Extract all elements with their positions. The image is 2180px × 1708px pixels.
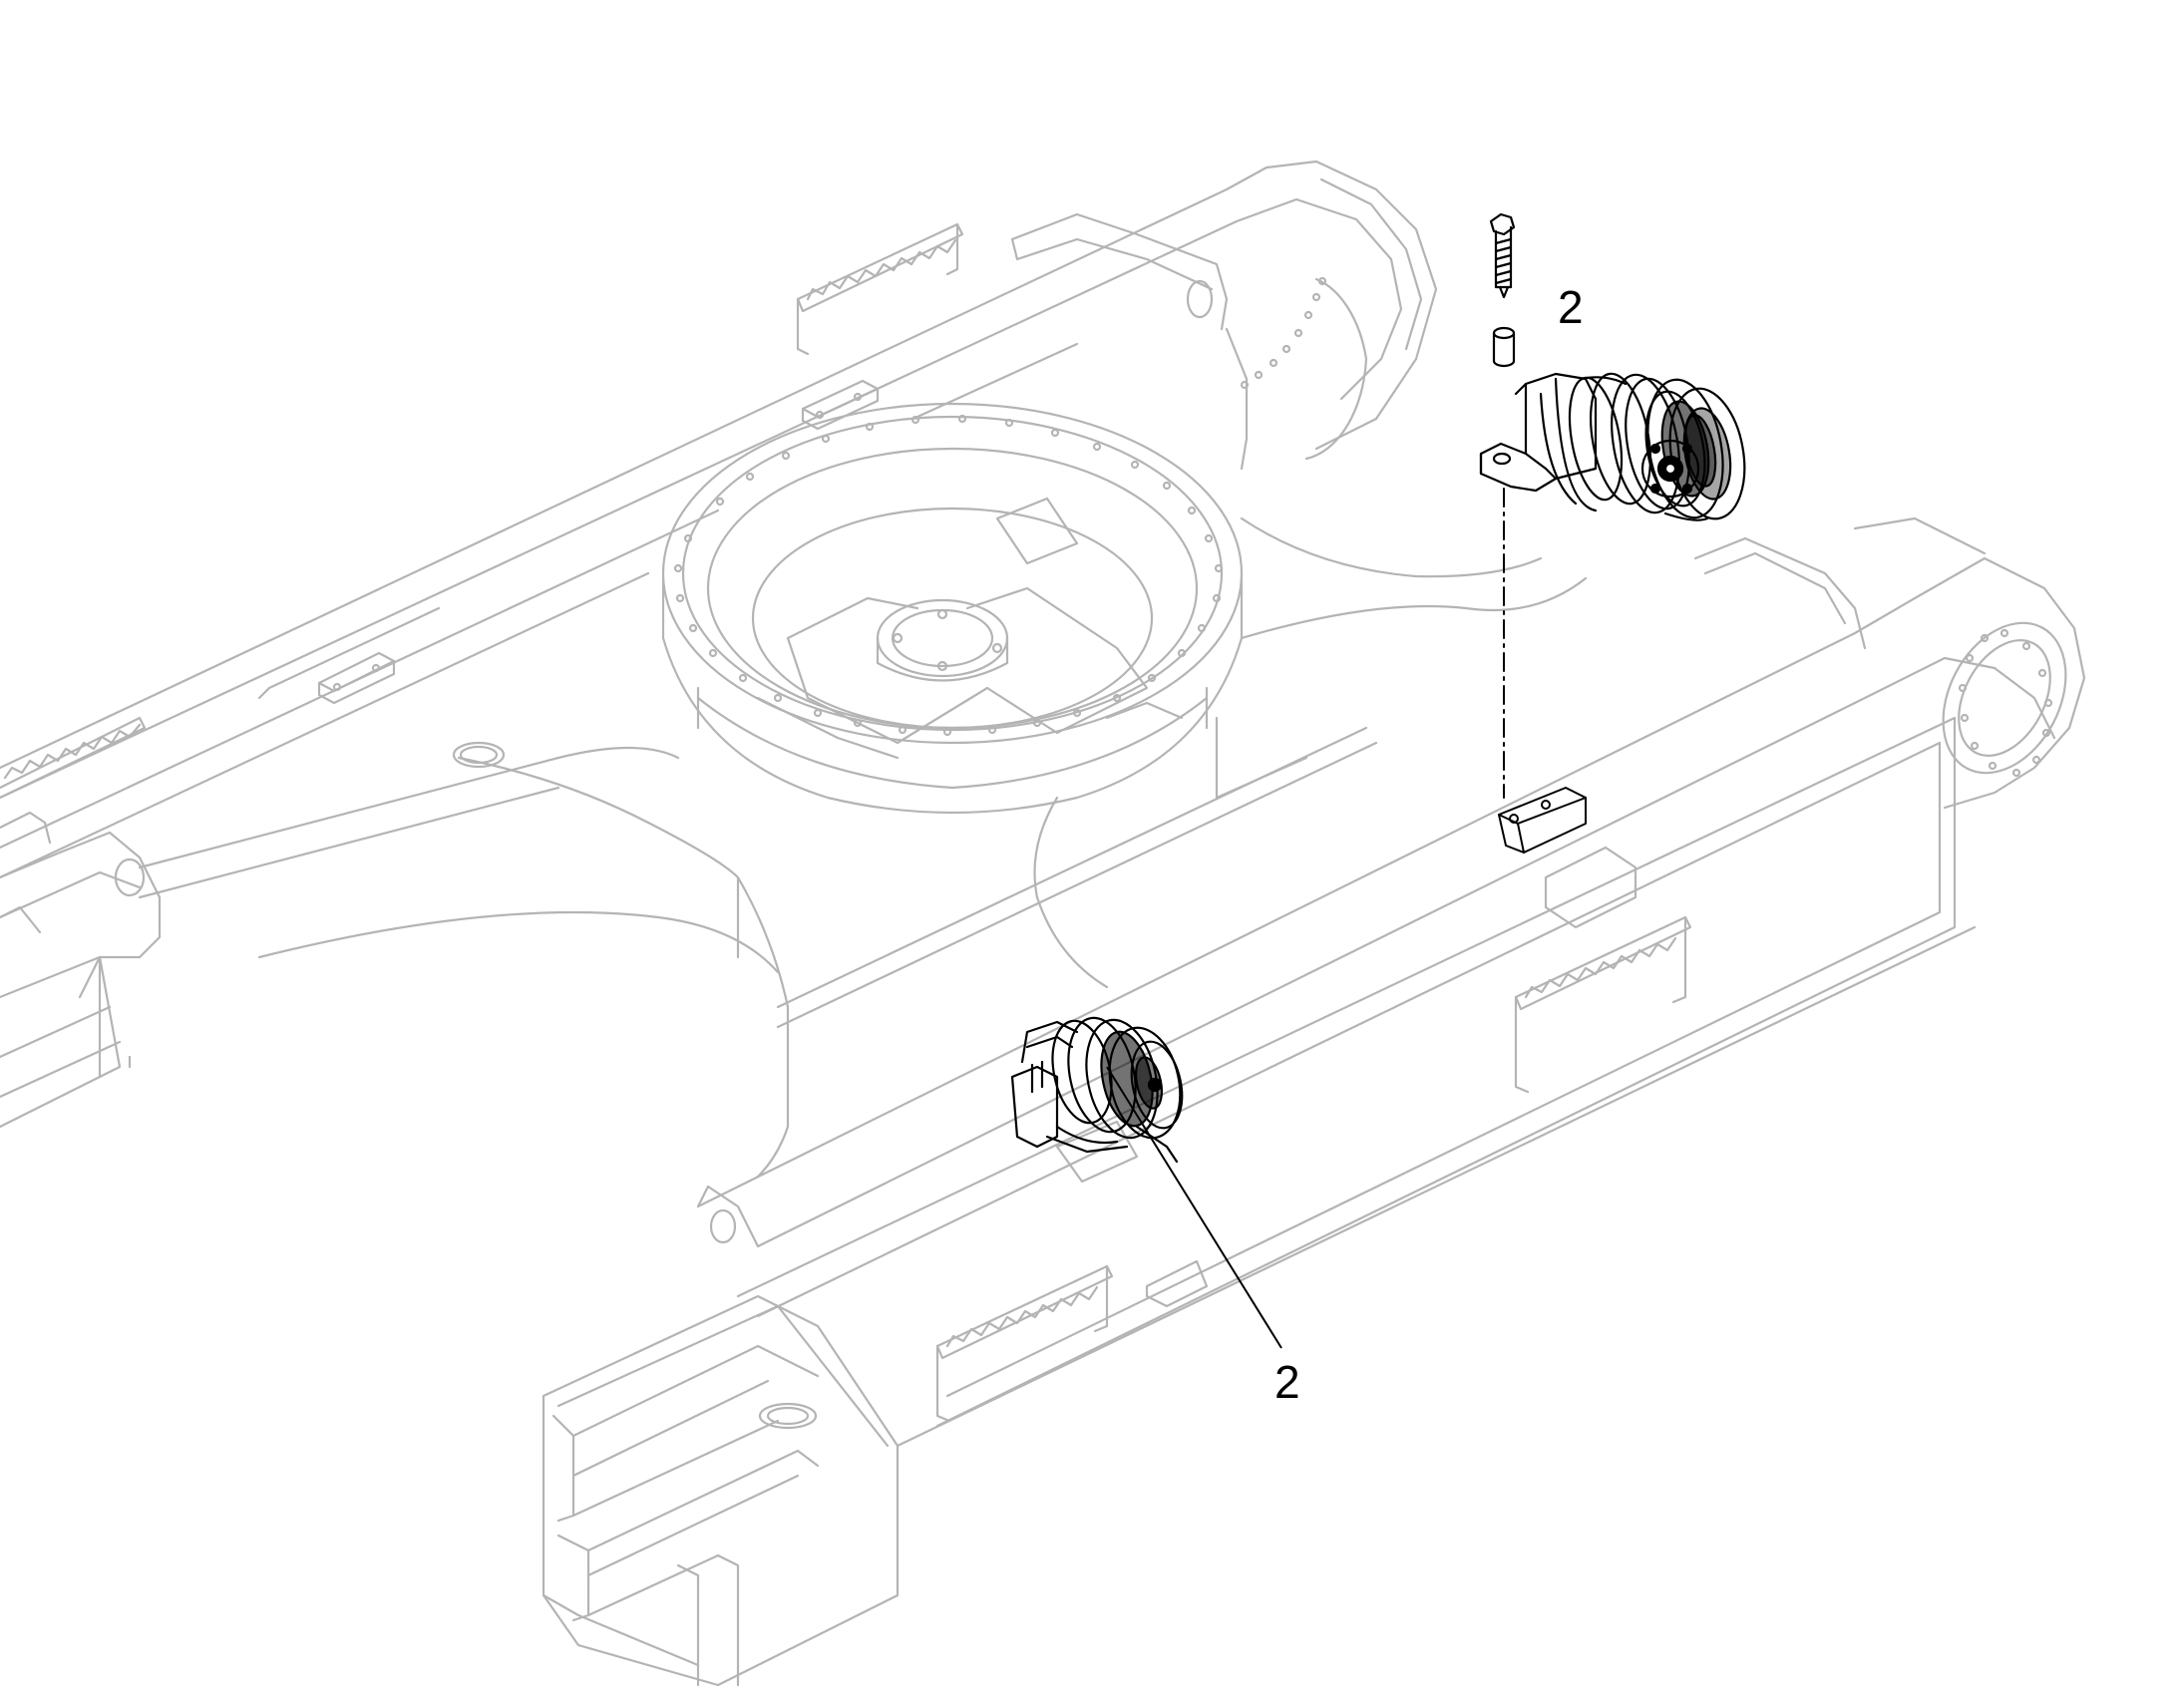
roller-body bbox=[1539, 372, 1746, 521]
front-side-frame bbox=[542, 516, 2086, 1687]
carrier-roller-lower bbox=[1010, 1016, 1184, 1164]
callout-number-upper-roller: 2 bbox=[1558, 281, 1584, 333]
roller-bracket bbox=[1479, 372, 1598, 493]
rear-idler-bolt-holes bbox=[1240, 276, 1327, 390]
callout-leader-line bbox=[1106, 1066, 1282, 1349]
rear-side-frame bbox=[0, 160, 1438, 879]
mounting-bolt bbox=[1489, 212, 1516, 299]
carrier-roller-upper bbox=[1479, 212, 1746, 799]
spacer-sleeve bbox=[1492, 326, 1516, 368]
callout-number-lower-roller: 2 bbox=[1274, 1356, 1300, 1408]
front-idler-bolt-holes bbox=[1958, 628, 2053, 778]
roller-mount-pad-front bbox=[1498, 787, 1587, 854]
center-carbody bbox=[138, 516, 1588, 1179]
swing-bearing bbox=[661, 402, 1244, 815]
undercarriage-frame bbox=[0, 160, 2086, 1687]
swing-bearing-bolt-holes bbox=[673, 414, 1224, 737]
rear-frame-left-end bbox=[0, 831, 162, 1129]
